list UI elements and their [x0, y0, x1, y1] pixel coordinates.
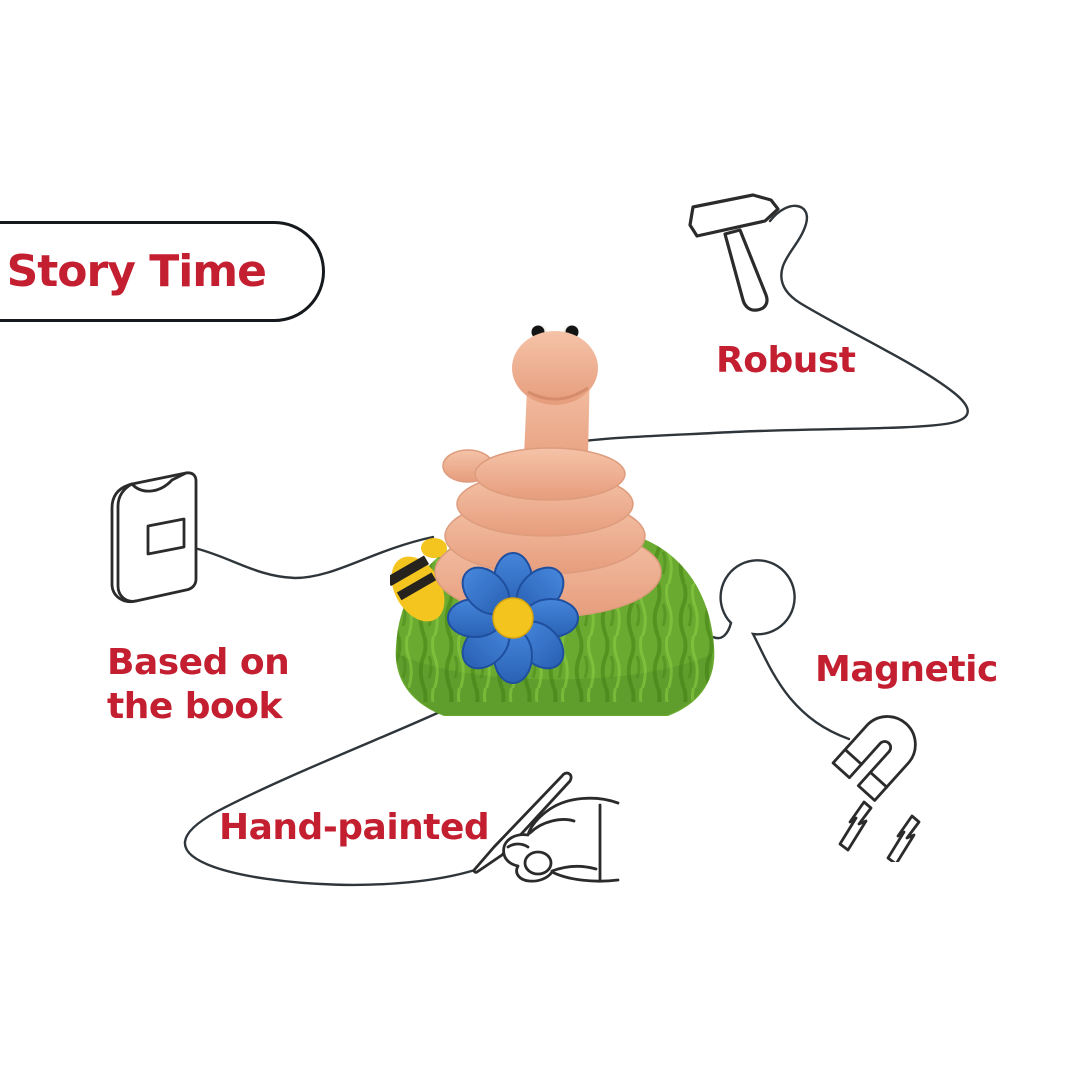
feature-label-magnetic: Magnetic [815, 649, 998, 690]
hand-paintbrush-icon [472, 771, 620, 883]
connector-magnetic [711, 559, 851, 741]
paintbrush-icon [472, 771, 573, 874]
spark-icon [838, 800, 873, 852]
book-icon [110, 471, 198, 604]
feature-label-book-line2: the book [107, 686, 282, 727]
worm-figurine [390, 325, 715, 716]
flower-center [492, 597, 534, 639]
feature-label-hand-painted: Hand-painted [219, 807, 490, 848]
feature-label-based-on-the-book: Based on the book [107, 641, 290, 729]
magnet-icon [831, 715, 921, 862]
bee [390, 555, 445, 622]
connector-book [196, 535, 435, 580]
connector-handpainted [183, 708, 477, 887]
blue-flower [447, 552, 579, 684]
story-time-label: Story Time [6, 246, 267, 297]
feature-label-robust: Robust [716, 340, 856, 381]
feature-label-book-line1: Based on [107, 642, 290, 683]
hammer-icon [688, 193, 780, 312]
story-time-badge: Story Time [0, 221, 325, 322]
connector-robust [583, 204, 969, 443]
spark-icon [886, 814, 921, 862]
